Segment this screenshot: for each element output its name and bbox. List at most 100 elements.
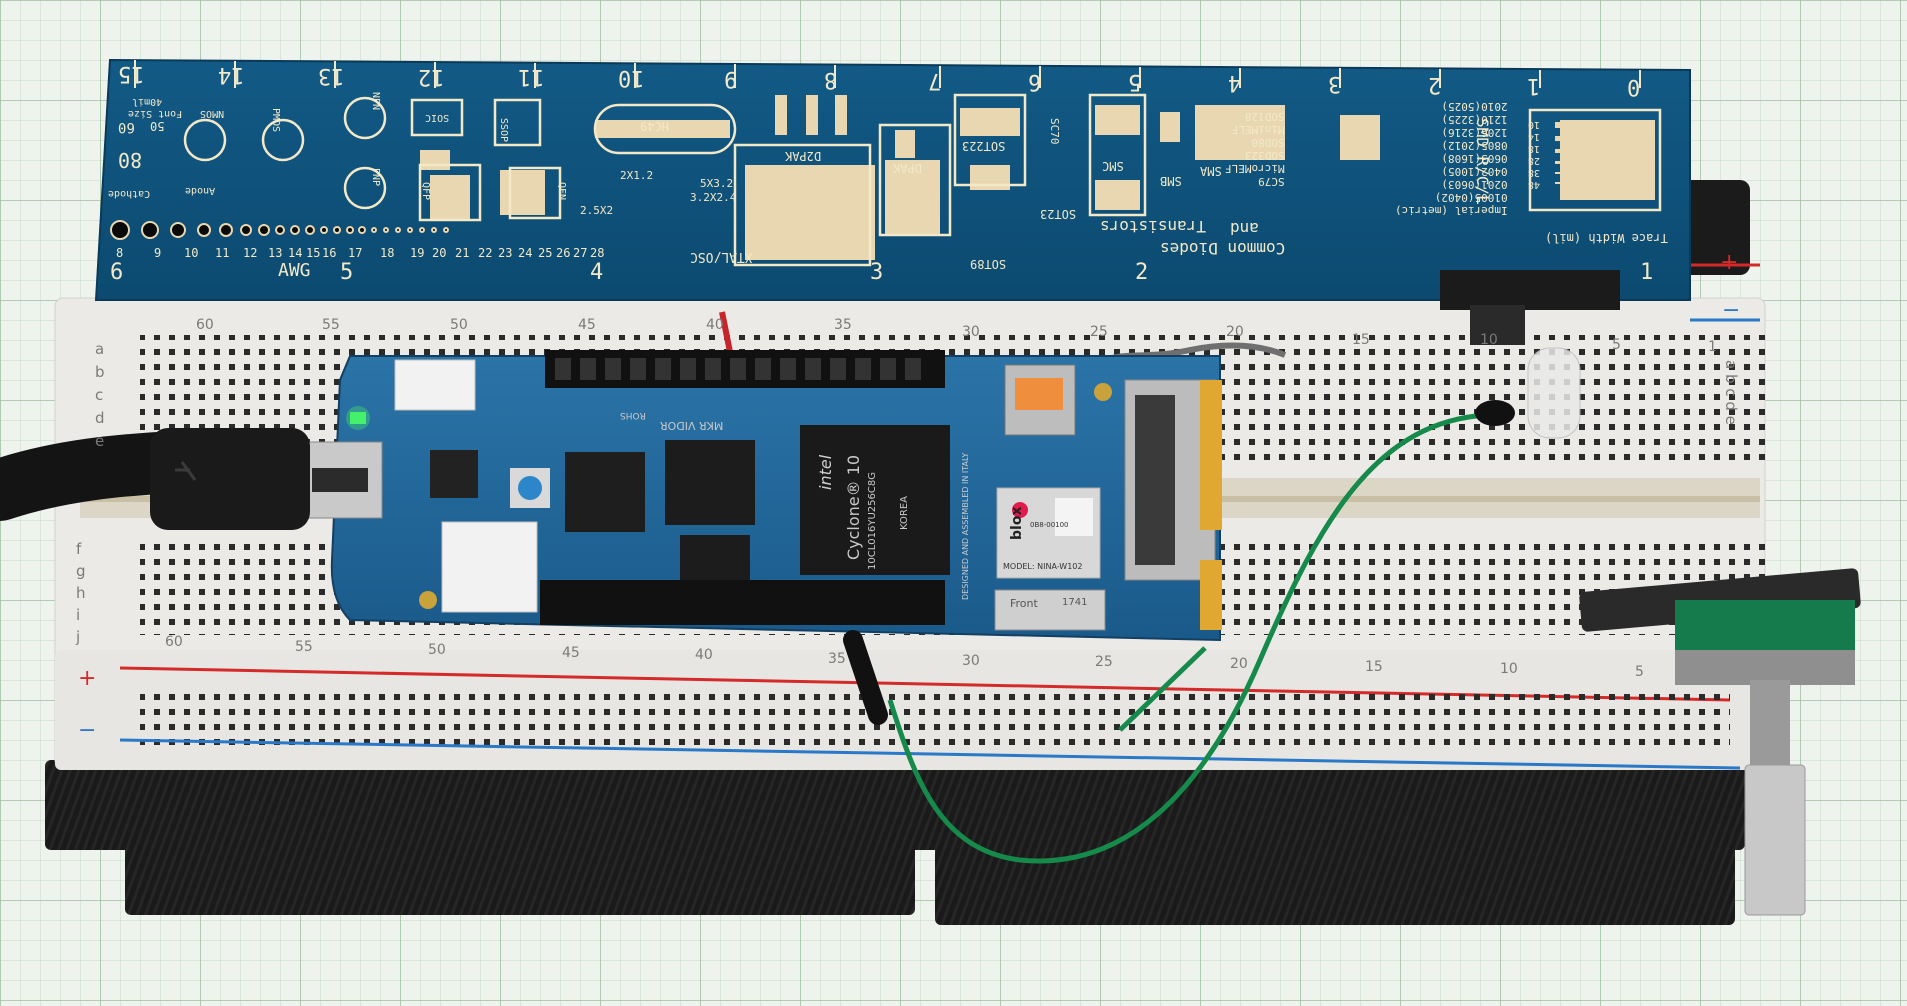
row-letter-right-b: b xyxy=(1722,373,1740,384)
bb-bot-num-25: 25 xyxy=(1095,654,1113,670)
xtal-size-0: 5X3.2 xyxy=(700,177,734,190)
row-letters-left-top: a b c d e xyxy=(95,338,105,453)
ruler-number-3: 3 xyxy=(1328,71,1342,96)
pkg-smb: SMB xyxy=(1160,174,1182,188)
row-letter-right-c: c xyxy=(1722,388,1740,397)
awg-gauge-18: 18 xyxy=(380,246,395,260)
metric-code-6: 1206(3216) xyxy=(1441,126,1508,139)
row-letter-right-a: a xyxy=(1722,360,1740,370)
bb-top-num-55: 55 xyxy=(322,317,340,333)
ruler-number-0: 0 xyxy=(1627,74,1641,99)
ruler-number-14: 14 xyxy=(218,62,245,87)
metric-code-list: Imperial (metric) 01005(0402) 0201(0603)… xyxy=(1395,100,1508,217)
pkg-npn: NPN xyxy=(370,92,381,111)
awg-number-6: 6 xyxy=(110,260,124,285)
diode-code-5: SOD128 xyxy=(1244,110,1285,123)
diodes-title-and: and xyxy=(1230,219,1259,238)
metric-code-8: 2010(5025) xyxy=(1441,100,1508,113)
awg-gauge-16: 16 xyxy=(322,246,337,260)
pkg-cathode: Cathode xyxy=(108,188,151,199)
row-letter-i: i xyxy=(76,606,81,624)
rail-plus-right: + xyxy=(1720,250,1739,275)
row-letter-j: j xyxy=(76,628,81,646)
bb-bot-num-10: 10 xyxy=(1500,661,1518,677)
row-letter-e: e xyxy=(95,432,105,450)
fpga-origin: KOREA xyxy=(899,496,910,530)
metric-code-7: 1210(3225) xyxy=(1441,113,1508,126)
ruler-number-1: 1 xyxy=(1527,73,1541,98)
bb-top-num-50: 50 xyxy=(450,317,468,333)
diode-code-0: SC79 xyxy=(1258,175,1285,188)
bb-bot-num-45: 45 xyxy=(562,645,580,661)
pkg-font-60: 60 xyxy=(118,119,135,135)
awg-gauge-11: 11 xyxy=(215,246,230,260)
ublox-code: 0B8-00100 xyxy=(1030,521,1069,529)
fpga-brand: intel xyxy=(816,454,835,490)
pkg-smc: SMC xyxy=(1102,159,1124,173)
metric-code-1: 01005(0402) xyxy=(1434,191,1508,204)
awg-number-1: 1 xyxy=(1640,260,1654,285)
row-letter-h: h xyxy=(76,584,86,602)
bb-bot-num-50: 50 xyxy=(428,642,446,658)
pkg-dpak: DPAK xyxy=(893,161,922,175)
ruler-number-15: 15 xyxy=(118,61,145,86)
ruler-number-8: 8 xyxy=(824,67,838,92)
row-letter-d: d xyxy=(95,409,105,427)
awg-gauge-9: 9 xyxy=(154,246,162,260)
board-name: MKR VIDOR xyxy=(660,419,724,432)
awg-gauge-20: 20 xyxy=(432,246,447,260)
trace-value-0: 48 xyxy=(1528,179,1541,190)
awg-number-3: 3 xyxy=(870,260,884,285)
row-letter-a: a xyxy=(95,340,105,358)
pkg-anode: Anode xyxy=(185,185,216,196)
arduino-board xyxy=(299,350,1222,642)
trace-value-4: 14 xyxy=(1528,131,1541,142)
green-jumper-wire xyxy=(843,400,1515,864)
trace-value-3: 18 xyxy=(1528,143,1541,154)
pkg-pnp: PNP xyxy=(370,168,381,187)
row-letter-c: c xyxy=(95,386,104,404)
bb-bot-num-35: 35 xyxy=(828,651,846,667)
bb-bot-num-40: 40 xyxy=(695,647,713,663)
ruler-number-7: 7 xyxy=(928,68,942,93)
awg-gauge-21: 21 xyxy=(455,246,470,260)
awg-gauge-12: 12 xyxy=(243,246,258,260)
pkg-sot23: SOT23 xyxy=(1040,207,1077,221)
row-letter-g: g xyxy=(76,562,86,580)
awg-gauge-23: 23 xyxy=(498,246,513,260)
awg-gauge-13: 13 xyxy=(268,246,283,260)
row-letter-right-d: d xyxy=(1722,401,1740,411)
board-rohs: ROHS xyxy=(620,410,646,420)
bb-top-num-35: 35 xyxy=(834,317,852,333)
ublox-brand: blox xyxy=(1009,506,1025,540)
pkg-xtal: XTAL/OSC xyxy=(690,249,753,264)
diode-code-list: SC79 MicroMELF SOD323 SOD80 MiniMELF SOD… xyxy=(1225,110,1285,188)
xtal-size-3: 2X1.2 xyxy=(620,169,654,182)
pkg-ssop: SSOP xyxy=(498,118,509,143)
awg-gauge-8: 8 xyxy=(116,246,124,260)
bb-top-num-60: 60 xyxy=(196,317,214,333)
metric-code-0: Imperial (metric) xyxy=(1395,204,1508,217)
printed-stand xyxy=(45,180,1750,925)
xtal-size-2: 2.5X2 xyxy=(580,204,614,217)
pkg-qfn: QFN xyxy=(556,182,567,201)
bb-bot-num-55: 55 xyxy=(295,639,313,655)
metric-code-2: 0201(0603) xyxy=(1441,178,1508,191)
rail-plus-left: + xyxy=(78,666,97,691)
diodes-title-transistors: Transistors xyxy=(1100,217,1206,236)
rgb-led xyxy=(1440,270,1620,439)
awg-gauge-17: 17 xyxy=(348,246,363,260)
trace-value-1: 38 xyxy=(1528,167,1541,178)
trace-value-2: 28 xyxy=(1528,155,1541,166)
awg-gauge-26: 26 xyxy=(556,246,571,260)
row-letter-f: f xyxy=(76,540,82,558)
trace-value-list: 48 38 28 18 14 10 xyxy=(1528,118,1540,190)
diode-code-4: MiniMELF xyxy=(1231,123,1285,136)
ruler-number-10: 10 xyxy=(618,65,645,90)
awg-gauge-27: 27 xyxy=(573,246,588,260)
made-in-label: DESIGNED AND ASSEMBLED IN ITALY xyxy=(961,452,970,600)
bb-bot-num-60: 60 xyxy=(165,634,183,650)
pkg-pmos: PMOS xyxy=(270,108,281,133)
